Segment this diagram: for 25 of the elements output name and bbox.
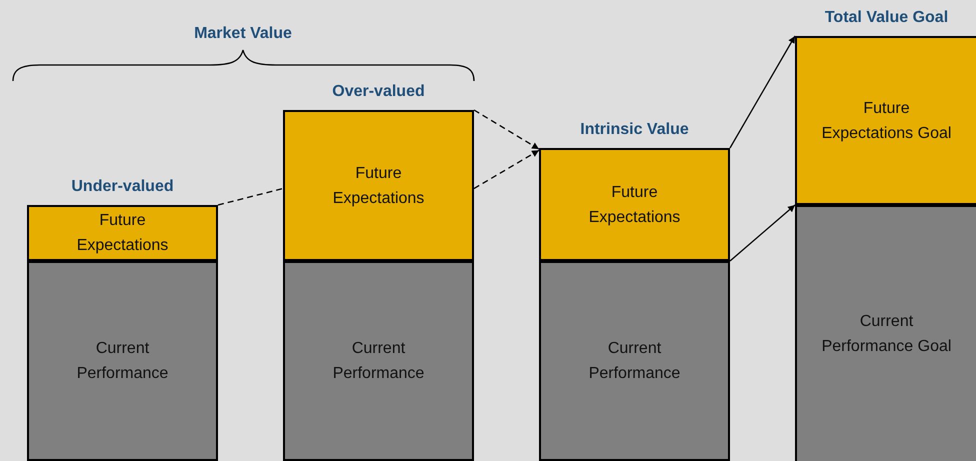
- box-label: Current Performance Goal: [820, 312, 952, 357]
- current-performance-box: [539, 261, 730, 461]
- arrow: [474, 150, 540, 190]
- future-expectations-box: [283, 110, 474, 261]
- column-heading: Intrinsic Value: [579, 120, 690, 140]
- box-label: Current Performance: [332, 339, 426, 384]
- box-label: Future Expectations: [76, 211, 170, 256]
- box-label: Future Expectations: [332, 164, 426, 208]
- arrow: [730, 204, 796, 262]
- column-heading: Under-valued: [70, 177, 175, 197]
- current-performance-box: [283, 261, 474, 461]
- future-expectations-box: [539, 148, 730, 261]
- group-heading: Market Value: [193, 24, 293, 44]
- arrow: [474, 109, 540, 150]
- arrow: [729, 36, 796, 148]
- column-heading: Total Value Goal: [824, 8, 950, 28]
- future-expectations-box: [795, 36, 976, 205]
- future-expectations-box: [27, 205, 218, 261]
- box-label: Current Performance: [588, 339, 682, 384]
- box-label: Future Expectations: [588, 182, 682, 228]
- column-heading: Over-valued: [331, 82, 426, 102]
- box-label: Current Performance: [76, 339, 170, 384]
- current-performance-box: [795, 205, 976, 461]
- box-label: Future Expectations Goal: [820, 98, 952, 144]
- current-performance-box: [27, 261, 218, 461]
